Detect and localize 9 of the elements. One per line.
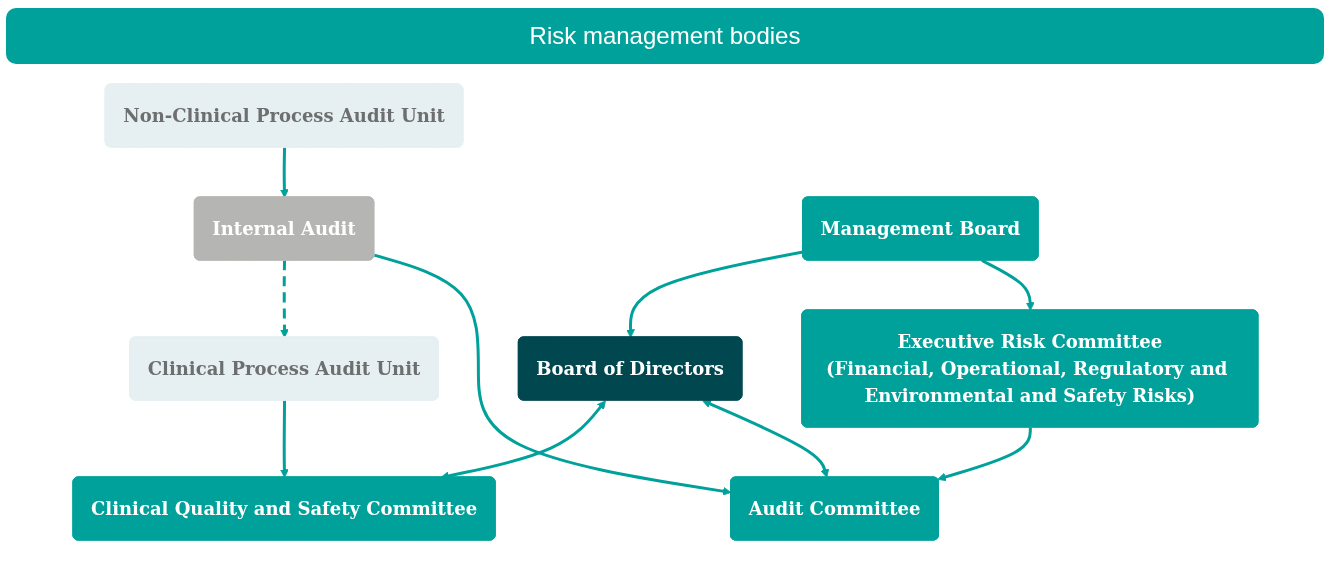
arrow — [279, 260, 289, 338]
title-banner: Risk management bodies — [6, 8, 1324, 64]
arrow — [625, 250, 803, 338]
arrow — [373, 253, 731, 496]
arrow — [936, 427, 1032, 482]
arrow — [980, 259, 1035, 311]
arrow — [279, 400, 289, 478]
arrow — [279, 147, 289, 198]
arrow — [701, 399, 829, 478]
